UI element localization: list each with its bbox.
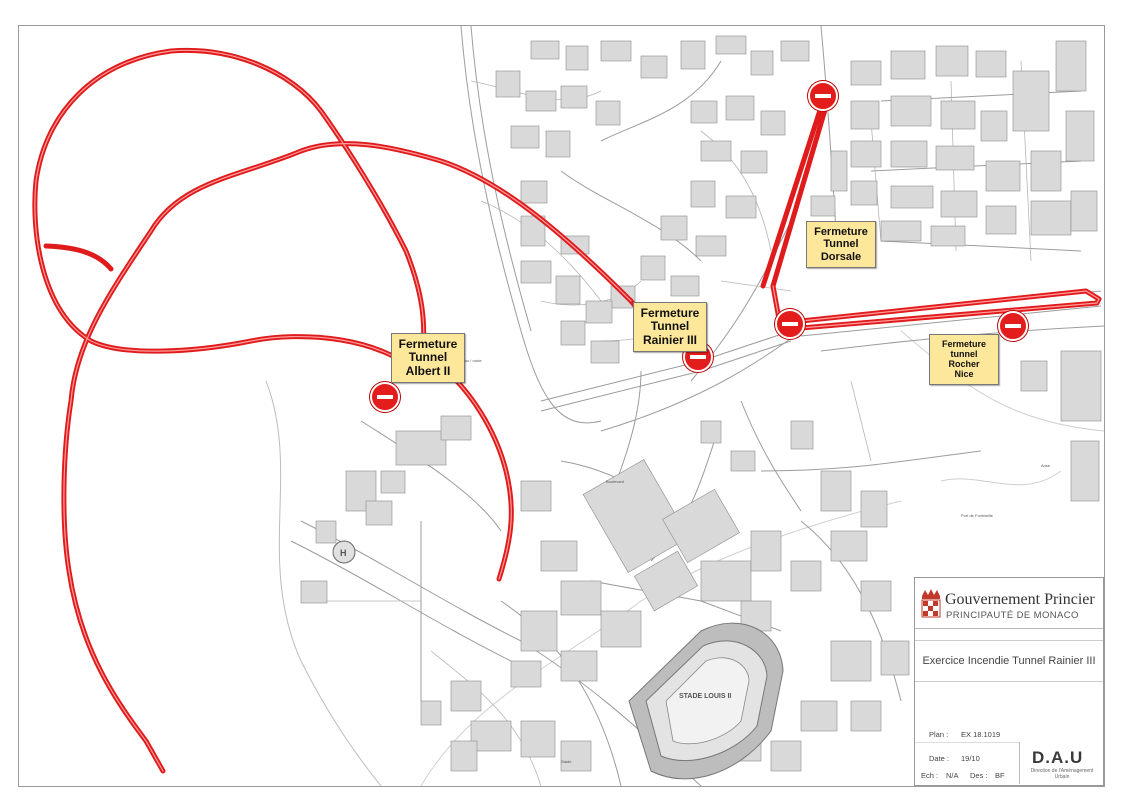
- no-entry-sign-dorsale-south: [775, 309, 805, 339]
- closure-line: Fermeture: [941, 339, 986, 349]
- stadium-label: STADE LOUIS II: [679, 693, 731, 700]
- stadium: STADE LOUIS II: [628, 622, 784, 780]
- closure-line: Rainier III: [642, 332, 698, 347]
- dept-name: Direction de l'Aménagement Urbain: [1030, 768, 1094, 780]
- scale-label: Ech :: [921, 771, 939, 780]
- exercise-title: Exercice Incendie Tunnel Rainier III: [915, 640, 1103, 682]
- org-subtitle: PRINCIPAUTÉ DE MONACO: [946, 610, 1079, 621]
- plan-label: Plan :: [929, 730, 949, 739]
- closure-line: Rocher: [948, 359, 980, 370]
- closure-line: Fermeture: [640, 306, 700, 320]
- street-map: STADE LOUIS II H Viaduc / route Boulevar…: [32, 26, 1104, 786]
- closure-label-rocher-nice: Fermeture tunnel Rocher Nice: [929, 334, 999, 386]
- heliport-label: H: [340, 548, 347, 558]
- closure-line: tunnel: [950, 349, 978, 360]
- heliport: H: [332, 540, 356, 564]
- closure-line: Nice: [954, 369, 974, 380]
- closure-label-albert-ii: Fermeture Tunnel Albert II: [391, 333, 465, 384]
- date-value: 19/10: [961, 754, 980, 763]
- drawn-by-value: BF: [995, 771, 1005, 780]
- closure-line: Tunnel: [408, 350, 448, 365]
- svg-text:Port de Fontvieille: Port de Fontvieille: [961, 513, 994, 518]
- closure-line: Albert II: [405, 363, 451, 378]
- scale-value: N/A: [946, 771, 959, 780]
- org-name: Gouvernement Princier: [945, 591, 1095, 608]
- svg-text:Anse: Anse: [1041, 463, 1051, 468]
- title-block: Gouvernement Princier PRINCIPAUTÉ DE MON…: [914, 577, 1104, 786]
- svg-text:Stade: Stade: [561, 759, 572, 764]
- no-entry-sign-dorsale-north: [808, 81, 838, 111]
- closure-label-dorsale: Fermeture Tunnel Dorsale: [806, 221, 876, 268]
- closure-line: Tunnel: [650, 319, 690, 334]
- no-entry-sign-albert-ii: [370, 382, 400, 412]
- svg-text:Boulevard: Boulevard: [606, 479, 624, 484]
- map-sheet: STADE LOUIS II H Viaduc / route Boulevar…: [18, 25, 1105, 787]
- crown-logo-icon: [921, 589, 941, 618]
- drawn-by-label: Des :: [970, 771, 988, 780]
- closure-line: Tunnel: [823, 238, 859, 251]
- closure-label-rainier-iii: Fermeture Tunnel Rainier III: [633, 302, 707, 353]
- dept-acronym: D.A.U: [1032, 748, 1084, 767]
- no-entry-sign-rocher-nice: [998, 311, 1028, 341]
- logo-row: Gouvernement Princier PRINCIPAUTÉ DE MON…: [915, 578, 1103, 629]
- closure-line: Fermeture: [814, 226, 868, 238]
- date-label: Date :: [929, 754, 950, 763]
- closure-line: Fermeture: [398, 337, 458, 351]
- closure-line: Dorsale: [820, 250, 862, 263]
- svg-text:Viaduc / route: Viaduc / route: [457, 358, 482, 363]
- plan-value: EX 18.1019: [961, 730, 1001, 739]
